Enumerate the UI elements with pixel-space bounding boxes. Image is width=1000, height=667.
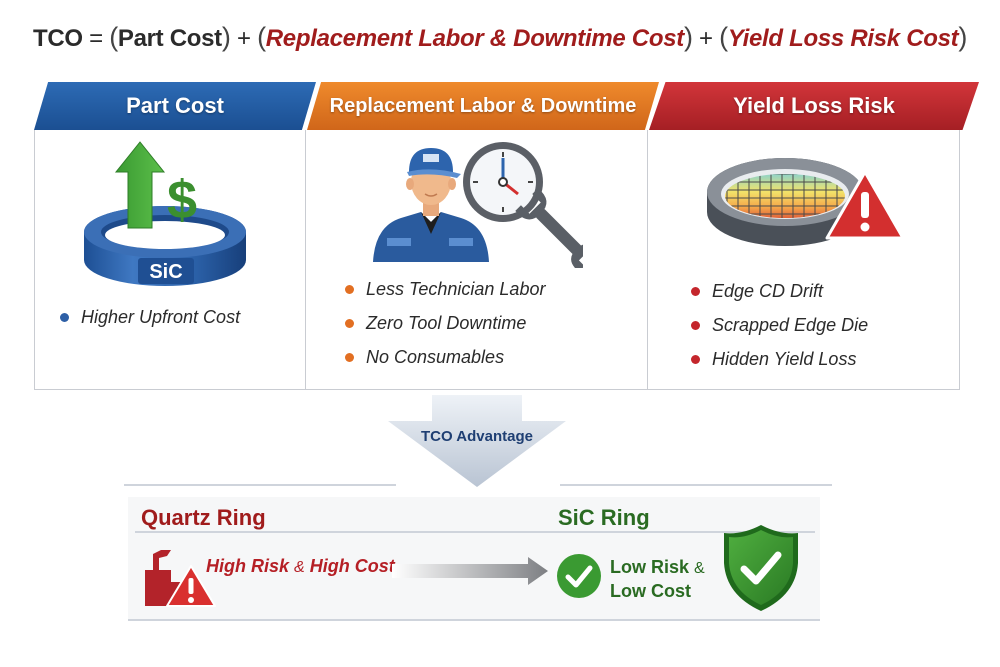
technician-clock-wrench-icon [373,138,599,273]
equation-term-yield-loss: Yield Loss Risk Cost [727,25,959,52]
yield-loss-bullets: Edge CD Drift Scrapped Edge Die Hidden Y… [691,274,868,376]
labor-downtime-header: Replacement Labor & Downtime [307,82,659,130]
check-circle-icon [557,554,601,598]
bullet-dot-icon [345,318,354,328]
shield-check-icon [724,525,798,611]
bullet-item: Higher Upfront Cost [60,300,240,334]
tco-equation: TCO = (Part Cost) + (Replacement Labor &… [32,22,968,52]
equation-equals: = [89,25,103,52]
bullet-item: Zero Tool Downtime [345,306,545,340]
labor-downtime-bullets: Less Technician Labor Zero Tool Downtime… [345,272,545,374]
part-cost-header: Part Cost [34,82,316,130]
sic-ring-price-up-icon: $ SiC [80,140,250,295]
equation-lhs: TCO [32,25,83,52]
quartz-ring-title: Quartz Ring [141,505,266,530]
tco-advantage-label: TCO Advantage [421,428,533,445]
yield-loss-column: Yield Loss Risk [647,82,979,390]
bullet-dot-icon [691,320,700,330]
bullet-item: Edge CD Drift [691,274,868,308]
bullet-item: Scrapped Edge Die [691,308,868,342]
bullet-item: Less Technician Labor [345,272,545,306]
right-arrow-icon [392,557,548,585]
bullet-dot-icon [345,284,354,294]
sic-status: Low Risk & Low Cost [610,557,705,601]
bullet-item: Hidden Yield Loss [691,342,868,376]
wafer-ring-warning-icon [705,150,920,255]
comparison-panel [128,497,820,621]
equation-term-part-cost: Part Cost [117,25,222,52]
factory-warning-icon [145,550,216,607]
down-arrow-icon [388,395,566,487]
svg-text:$: $ [167,170,197,230]
divider [560,484,832,486]
bullet-dot-icon [691,354,700,364]
labor-downtime-column: Replacement Labor & Downtime [305,82,659,390]
yield-loss-header: Yield Loss Risk [649,82,979,130]
part-cost-bullets: Higher Upfront Cost [60,300,240,334]
quartz-status: High Risk & High Cost [206,556,395,576]
svg-text:SiC: SiC [149,261,182,283]
divider [128,619,820,621]
equation-term-labor-downtime: Replacement Labor & Downtime Cost [265,25,684,52]
divider [124,484,396,486]
divider [135,531,815,533]
bullet-item: No Consumables [345,340,545,374]
part-cost-column: Part Cost $ [34,82,316,390]
sic-ring-title: SiC Ring [558,505,650,530]
bullet-dot-icon [60,312,69,322]
bullet-dot-icon [345,352,354,362]
bullet-dot-icon [691,286,700,296]
